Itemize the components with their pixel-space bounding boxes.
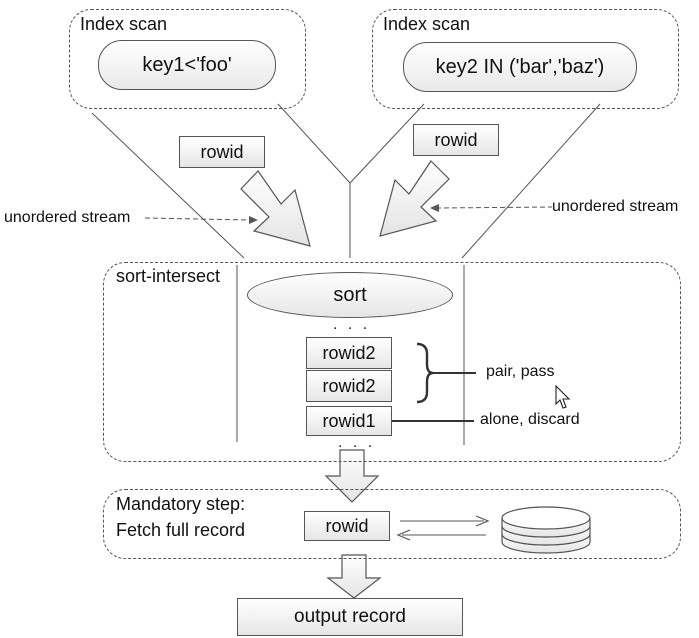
stream-pointer-right	[437, 206, 554, 209]
down-arrow-to-output	[326, 554, 382, 599]
ellipsis-top: . . .	[333, 316, 371, 333]
index-scan-right-title: Index scan	[383, 14, 471, 34]
funnel-line-center-right	[349, 103, 425, 184]
unordered-stream-label-left: unordered stream	[4, 209, 131, 227]
rowid-row-2: rowid2	[306, 370, 392, 402]
unordered-stream-label-right: unordered stream	[552, 198, 679, 216]
fetch-rowid-box: rowid	[304, 511, 390, 541]
stream-pointer-left	[144, 217, 251, 221]
rowid-box-right: rowid	[413, 124, 499, 156]
pair-pass-label: pair, pass	[486, 363, 555, 380]
alone-discard-label: alone, discard	[480, 411, 580, 428]
ellipsis-bottom: . . .	[338, 434, 376, 451]
mandatory-step-title: Mandatory step:	[116, 494, 246, 514]
index-condition-right: key2 IN ('bar','baz')	[403, 42, 637, 92]
stream-pointer-right-head	[430, 204, 439, 212]
mandatory-step-subtitle: Fetch full record	[116, 520, 246, 540]
disk-stack-icon	[501, 506, 591, 554]
sort-node: sort	[247, 272, 453, 318]
mouse-cursor-icon	[555, 384, 571, 409]
index-scan-left-group	[69, 9, 306, 109]
output-record-box: output record	[237, 598, 463, 636]
stream-arrow-right	[379, 160, 450, 237]
fetch-arrow-out-head	[475, 515, 490, 527]
mandatory-step-group	[103, 489, 681, 559]
index-scan-left-title: Index scan	[80, 14, 168, 34]
index-condition-left: key1<'foo'	[98, 40, 276, 90]
stream-pointer-left-head	[249, 216, 258, 224]
stream-arrow-left	[240, 170, 311, 247]
sort-intersect-title: sort-intersect	[116, 266, 221, 287]
rowid-row-1: rowid2	[306, 337, 392, 369]
funnel-line-left	[91, 112, 245, 259]
funnel-line-right	[461, 103, 601, 259]
fetch-arrow-back-head	[396, 529, 411, 541]
rowid-row-3: rowid1	[306, 406, 392, 436]
funnel-line-center-left	[277, 103, 351, 184]
rowid-box-left: rowid	[179, 136, 265, 168]
index-scan-right-group	[372, 9, 679, 109]
sort-intersect-group	[103, 262, 681, 462]
